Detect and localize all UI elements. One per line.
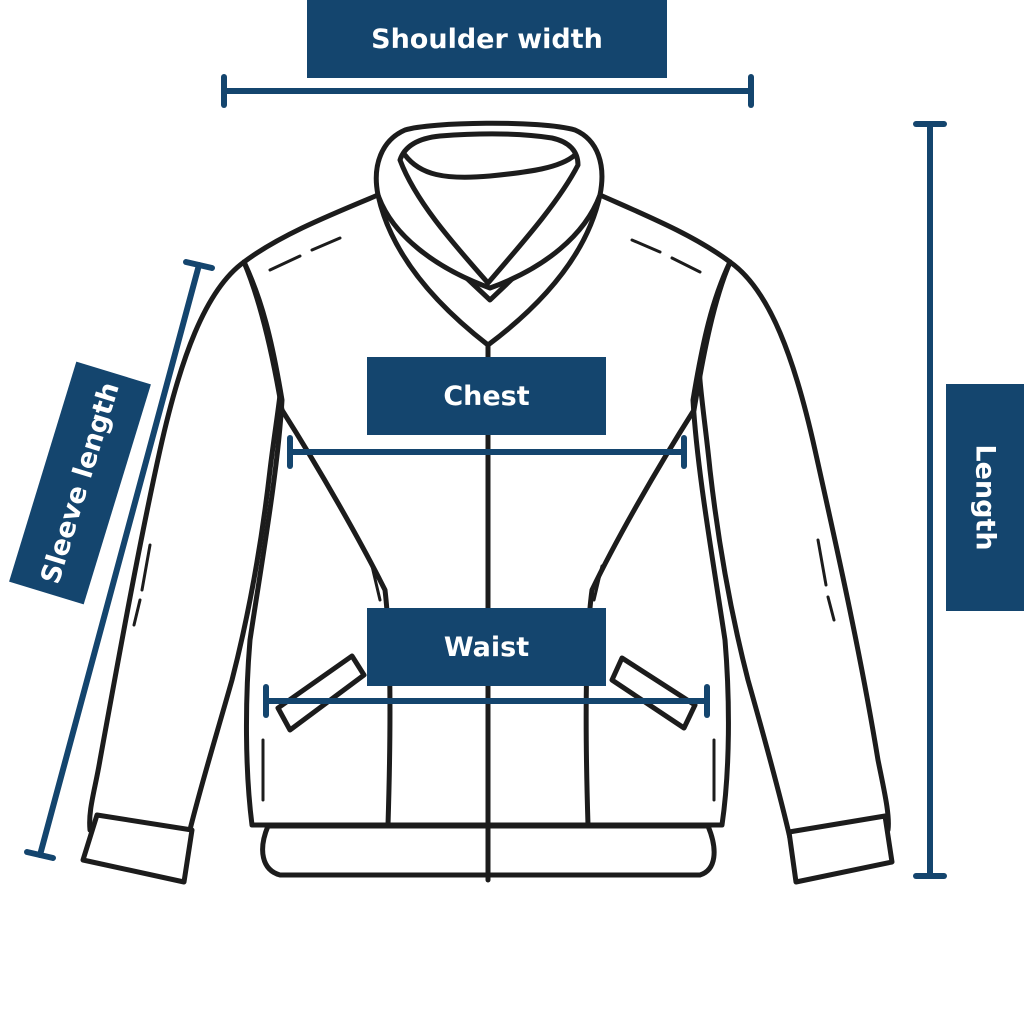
left-cuff <box>80 812 195 885</box>
left-pocket <box>275 653 367 733</box>
waist-label: Waist <box>367 608 606 686</box>
shoulder-width-label: Shoulder width <box>307 0 667 78</box>
left-shoulder-seam <box>241 259 285 413</box>
jacket-illustration <box>80 120 895 885</box>
lapel-right <box>485 192 603 348</box>
chest-label: Chest <box>367 357 606 435</box>
right-front-seam <box>583 407 697 828</box>
chest-line <box>287 435 687 469</box>
length-text: Length <box>969 444 1001 551</box>
measurement-lines <box>24 74 947 879</box>
shoulder-width-line <box>221 74 754 108</box>
length-label: Length <box>946 384 1024 611</box>
lapel-left <box>375 192 491 348</box>
chest-text: Chest <box>443 380 530 412</box>
right-shoulder-seam <box>691 259 733 413</box>
shoulder-width-text: Shoulder width <box>371 23 603 55</box>
sleeve-length-line <box>24 259 215 861</box>
length-line <box>913 121 947 879</box>
left-front-seam <box>279 407 393 828</box>
right-pocket <box>609 655 698 731</box>
stitch-dashes <box>132 236 836 802</box>
collar-fold <box>402 152 578 180</box>
right-cuff <box>786 813 895 885</box>
waist-line <box>263 684 710 718</box>
waist-text: Waist <box>443 631 530 663</box>
